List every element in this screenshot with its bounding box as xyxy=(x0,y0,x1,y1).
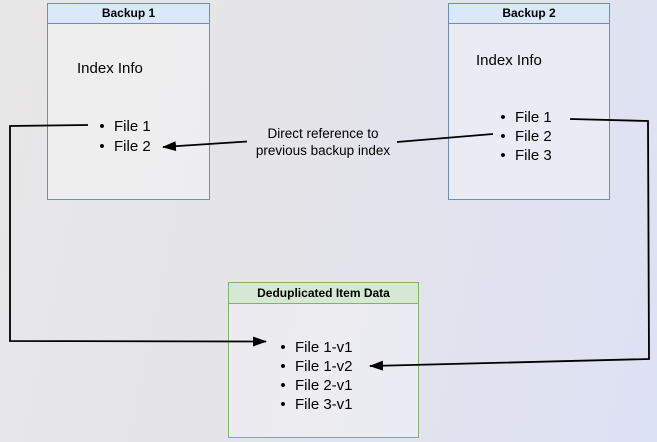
list-item: • File 1 xyxy=(499,108,552,127)
file-label: File 1 xyxy=(515,109,552,126)
file-label: File 1-v1 xyxy=(295,339,353,356)
list-item: • File 2 xyxy=(499,127,552,146)
list-item: • File 1 xyxy=(98,116,151,136)
file-label: File 3 xyxy=(515,147,552,164)
list-item: • File 1-v1 xyxy=(279,338,353,357)
bullet-icon: • xyxy=(280,377,286,394)
backup1-index-info-label: Index Info xyxy=(77,60,143,77)
bullet-icon: • xyxy=(500,109,506,126)
list-item: • File 3 xyxy=(499,146,552,165)
deduplicated-item-data-box: Deduplicated Item Data • File 1-v1 • Fil… xyxy=(228,282,419,438)
bullet-icon: • xyxy=(280,358,286,375)
list-item: • File 2 xyxy=(98,136,151,156)
backup1-title: Backup 1 xyxy=(101,6,156,20)
file-label: File 1 xyxy=(114,117,151,135)
dedup-title: Deduplicated Item Data xyxy=(257,286,390,300)
file-label: File 2 xyxy=(515,128,552,145)
file-label: File 1-v2 xyxy=(295,358,353,375)
bullet-icon: • xyxy=(99,117,105,135)
list-item: • File 3-v1 xyxy=(279,395,353,414)
backup1-box: Backup 1 Index Info • File 1 • File 2 xyxy=(47,3,210,200)
backup2-file-list: • File 1 • File 2 • File 3 xyxy=(499,108,552,165)
bullet-icon: • xyxy=(500,128,506,145)
file-label: File 2-v1 xyxy=(295,377,353,394)
backup2-title: Backup 2 xyxy=(502,6,556,20)
edge-label: Direct reference to previous backup inde… xyxy=(247,125,399,159)
backup2-header: Backup 2 xyxy=(449,4,609,24)
bullet-icon: • xyxy=(500,147,506,164)
dedup-file-list: • File 1-v1 • File 1-v2 • File 2-v1 • Fi… xyxy=(279,338,353,414)
backup2-box: Backup 2 Index Info • File 1 • File 2 • … xyxy=(448,3,610,200)
bullet-icon: • xyxy=(99,137,105,155)
bullet-icon: • xyxy=(280,396,286,413)
bullet-icon: • xyxy=(280,339,286,356)
edge-label-line1: Direct reference to xyxy=(267,126,379,141)
backup1-file-list: • File 1 • File 2 xyxy=(98,116,151,156)
list-item: • File 2-v1 xyxy=(279,376,353,395)
edge-label-line2: previous backup index xyxy=(255,143,391,158)
file-label: File 2 xyxy=(114,137,151,155)
list-item: • File 1-v2 xyxy=(279,357,353,376)
backup2-index-info-label: Index Info xyxy=(476,52,542,69)
dedup-header: Deduplicated Item Data xyxy=(229,283,418,304)
backup1-header: Backup 1 xyxy=(48,4,209,24)
file-label: File 3-v1 xyxy=(295,396,353,413)
